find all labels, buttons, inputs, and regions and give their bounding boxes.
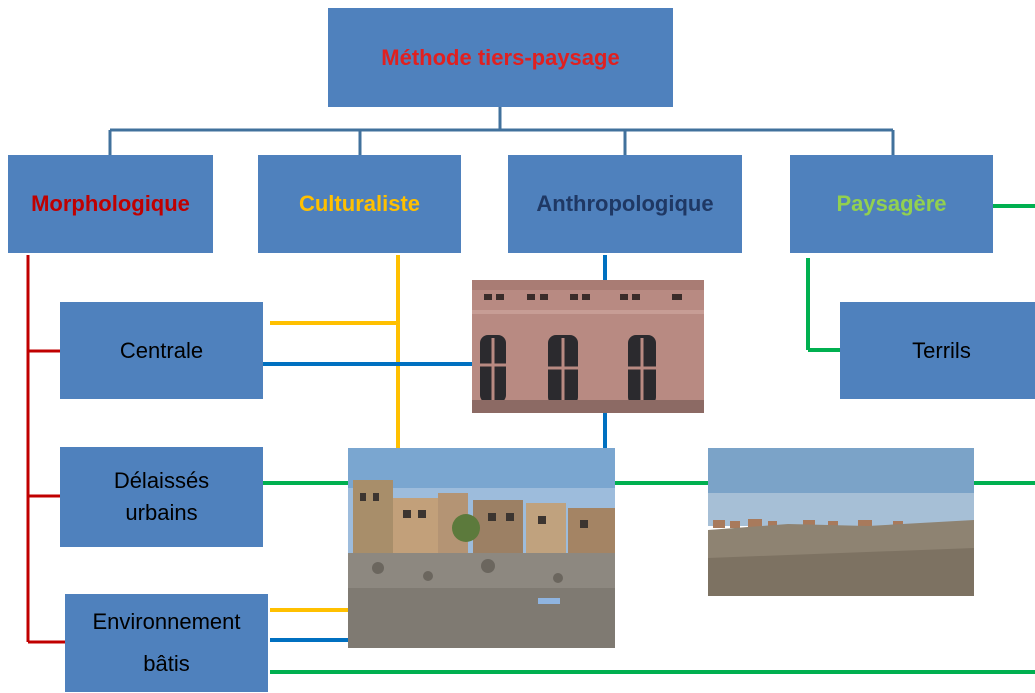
root-label: Méthode tiers-paysage	[381, 44, 620, 70]
building-facade-photo	[472, 280, 704, 413]
approach-anthropologique: Anthropologique	[508, 155, 742, 253]
approach-paysagere: Paysagère	[790, 155, 993, 253]
approach-culturaliste-label: Culturaliste	[298, 191, 421, 217]
category-delaisses-label: Délaissés urbains	[113, 468, 210, 525]
approach-paysagere-label: Paysagère	[836, 191, 947, 217]
category-terrils-label: Terrils	[912, 337, 971, 363]
category-environnement-line1: Environnement	[92, 609, 241, 635]
approach-morphologique: Morphologique	[8, 155, 213, 253]
spoil-heap-photo	[708, 448, 974, 596]
category-environnement: Environnement bâtis	[65, 594, 268, 692]
approach-culturaliste: Culturaliste	[258, 155, 461, 253]
approach-morphologique-label: Morphologique	[31, 191, 190, 217]
urban-wasteland-photo	[348, 448, 615, 648]
root-box: Méthode tiers-paysage	[328, 8, 673, 107]
approach-anthropologique-label: Anthropologique	[536, 191, 714, 217]
category-centrale: Centrale	[60, 302, 263, 399]
category-centrale-label: Centrale	[119, 337, 204, 363]
category-terrils: Terrils	[840, 302, 1035, 399]
category-delaisses: Délaissés urbains	[60, 447, 263, 547]
category-environnement-line2: bâtis	[143, 651, 190, 676]
